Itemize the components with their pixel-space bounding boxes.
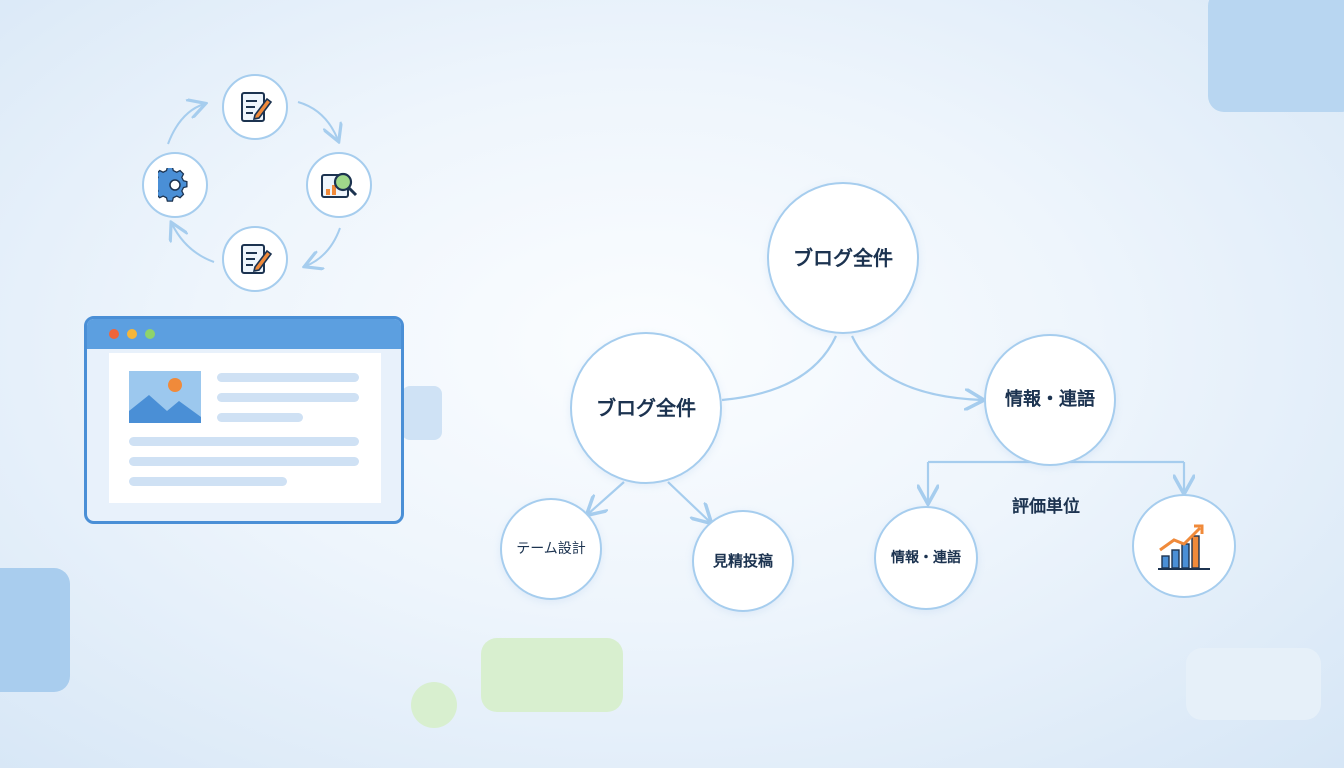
node-right-branch-label: 情報・連語 bbox=[1005, 389, 1095, 411]
node-left-branch-label: ブログ全件 bbox=[596, 396, 696, 420]
edge-root-right bbox=[851, 335, 982, 400]
gear-icon bbox=[158, 168, 188, 202]
deco-block-left bbox=[0, 568, 70, 692]
cycle-arrow bbox=[306, 227, 341, 266]
node-root: ブログ全件 bbox=[767, 182, 919, 334]
deco-block-browser-side bbox=[402, 386, 442, 440]
cycle-node-edit-top bbox=[222, 74, 288, 140]
window-maximize-dot bbox=[145, 329, 155, 339]
bar-chart-icon bbox=[1158, 524, 1210, 570]
deco-block-top-right bbox=[1208, 0, 1344, 112]
document-edit-icon bbox=[241, 92, 273, 122]
edge-root-left bbox=[721, 335, 837, 402]
window-minimize-dot bbox=[127, 329, 137, 339]
node-right-branch: 情報・連語 bbox=[984, 334, 1116, 466]
node-leaf-see: 見精投稿 bbox=[692, 510, 794, 612]
edge-left-see bbox=[667, 481, 710, 522]
text-line bbox=[129, 477, 287, 486]
deco-block-bottom-right bbox=[1186, 648, 1321, 720]
edge-left-theme bbox=[588, 481, 625, 514]
window-close-dot bbox=[109, 329, 119, 339]
node-leaf-right-left: 情報・連語 bbox=[874, 506, 978, 610]
deco-green-rect bbox=[481, 638, 623, 712]
text-line bbox=[129, 437, 359, 446]
browser-window-icon bbox=[84, 316, 404, 524]
cycle-arrow bbox=[167, 104, 204, 145]
node-left-branch: ブログ全件 bbox=[570, 332, 722, 484]
browser-content bbox=[109, 353, 381, 503]
document-edit-icon bbox=[241, 244, 273, 274]
text-line bbox=[217, 413, 303, 422]
split-label: 評価単位 bbox=[1012, 497, 1080, 517]
cycle-arrow bbox=[172, 224, 215, 263]
node-leaf-theme: テーム設計 bbox=[500, 498, 602, 600]
text-line bbox=[217, 373, 359, 382]
node-leaf-see-label: 見精投稿 bbox=[712, 552, 773, 570]
text-line bbox=[129, 457, 359, 466]
node-leaf-right-left-label: 情報・連語 bbox=[891, 549, 961, 566]
cycle-node-gear bbox=[142, 152, 208, 218]
node-root-label: ブログ全件 bbox=[793, 246, 893, 270]
cycle-node-edit-bottom bbox=[222, 226, 288, 292]
node-leaf-chart bbox=[1132, 494, 1236, 598]
cycle-node-search bbox=[306, 152, 372, 218]
text-line bbox=[217, 393, 359, 402]
node-leaf-theme-label: テーム設計 bbox=[516, 540, 586, 557]
search-chart-icon bbox=[321, 172, 358, 198]
image-placeholder-icon bbox=[129, 371, 201, 423]
cycle-arrow bbox=[297, 101, 338, 140]
browser-title-bar bbox=[87, 319, 401, 349]
deco-green-circle bbox=[411, 682, 457, 728]
